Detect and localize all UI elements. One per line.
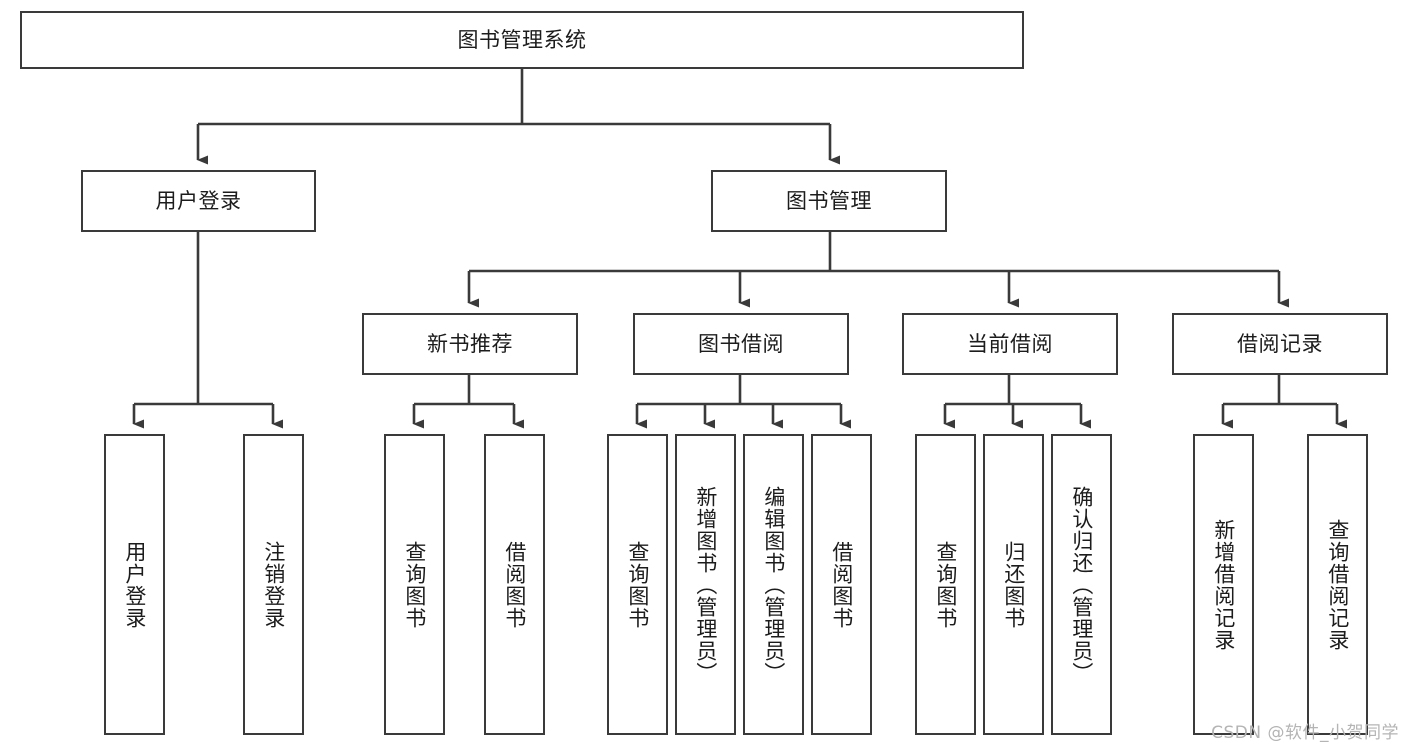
- node-label: 查询图书: [402, 540, 427, 629]
- csdn-watermark: CSDN @软件_小贺同学: [1211, 723, 1399, 743]
- node-label: 用户登录: [155, 188, 242, 213]
- node-current-borrow[interactable]: 当前借阅: [902, 313, 1118, 375]
- node-root-book-management-system[interactable]: 图书管理系统: [20, 11, 1024, 69]
- leaf-user-login-signout[interactable]: 注销登录: [243, 434, 304, 735]
- node-label: 编辑图书（管理员）: [761, 485, 786, 684]
- node-label: 图书借阅: [698, 331, 784, 356]
- node-label: 查询图书: [625, 540, 650, 629]
- node-label: 借阅记录: [1237, 331, 1323, 356]
- node-label: 当前借阅: [967, 331, 1053, 356]
- leaf-record-query-borrow-record[interactable]: 查询借阅记录: [1307, 434, 1368, 735]
- node-label: 查询借阅记录: [1325, 518, 1350, 651]
- node-book-borrow[interactable]: 图书借阅: [633, 313, 849, 375]
- leaf-record-add-borrow-record[interactable]: 新增借阅记录: [1193, 434, 1254, 735]
- node-label: 新书推荐: [427, 331, 513, 356]
- leaf-current-query-book[interactable]: 查询图书: [915, 434, 976, 735]
- node-label: 注销登录: [261, 540, 286, 629]
- node-user-login[interactable]: 用户登录: [81, 170, 316, 232]
- node-label: 确认归还（管理员）: [1069, 485, 1094, 684]
- node-label: 新增借阅记录: [1211, 518, 1236, 651]
- leaf-recommend-query-book[interactable]: 查询图书: [384, 434, 445, 735]
- leaf-borrow-edit-book-admin[interactable]: 编辑图书（管理员）: [743, 434, 804, 735]
- node-new-book-recommend[interactable]: 新书推荐: [362, 313, 578, 375]
- node-book-management[interactable]: 图书管理: [711, 170, 947, 232]
- node-label: 借阅图书: [829, 540, 854, 629]
- leaf-current-confirm-return-admin[interactable]: 确认归还（管理员）: [1051, 434, 1112, 735]
- node-label: 借阅图书: [502, 540, 527, 629]
- node-label: 查询图书: [933, 540, 958, 629]
- node-label: 用户登录: [122, 540, 147, 629]
- node-label: 新增图书（管理员）: [693, 485, 718, 684]
- leaf-user-login-signin[interactable]: 用户登录: [104, 434, 165, 735]
- leaf-recommend-borrow-book[interactable]: 借阅图书: [484, 434, 545, 735]
- node-borrow-record[interactable]: 借阅记录: [1172, 313, 1388, 375]
- leaf-borrow-add-book-admin[interactable]: 新增图书（管理员）: [675, 434, 736, 735]
- leaf-borrow-query-book[interactable]: 查询图书: [607, 434, 668, 735]
- node-label: 图书管理系统: [457, 27, 587, 52]
- node-label: 归还图书: [1001, 540, 1026, 629]
- leaf-current-return-book[interactable]: 归还图书: [983, 434, 1044, 735]
- node-label: 图书管理: [786, 188, 872, 213]
- leaf-borrow-borrow-book[interactable]: 借阅图书: [811, 434, 872, 735]
